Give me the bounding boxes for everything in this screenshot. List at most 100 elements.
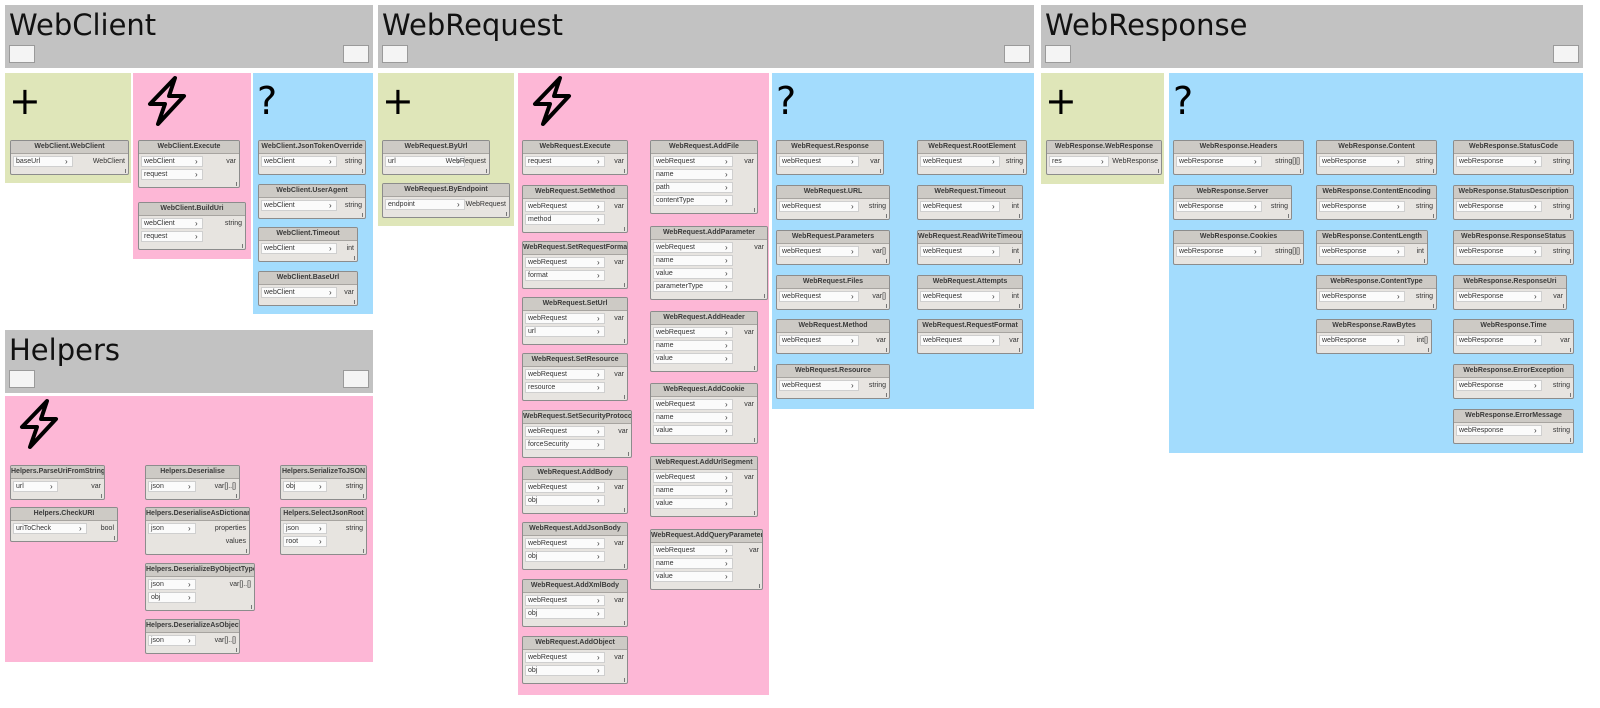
input-port[interactable]: name	[653, 340, 733, 351]
resize-handle[interactable]	[1019, 259, 1020, 263]
chevron-right-icon[interactable]: ›	[597, 327, 600, 336]
resize-handle[interactable]	[754, 438, 755, 442]
resize-handle[interactable]	[759, 584, 760, 588]
resize-handle[interactable]	[236, 182, 237, 186]
output-port[interactable]: string[][]	[1275, 248, 1300, 255]
chevron-right-icon[interactable]: ›	[597, 440, 600, 449]
input-port[interactable]: uriToCheck	[13, 523, 87, 534]
input-port[interactable]: obj	[525, 495, 605, 506]
output-port[interactable]: var	[876, 337, 886, 344]
input-port[interactable]: webRequest	[653, 545, 733, 556]
chevron-right-icon[interactable]: ›	[597, 596, 600, 605]
input-port[interactable]: url	[525, 326, 605, 337]
resize-handle[interactable]	[1424, 259, 1425, 263]
chevron-right-icon[interactable]: ›	[1534, 202, 1537, 211]
chevron-right-icon[interactable]: ›	[725, 196, 728, 205]
input-port[interactable]: forceSecurity	[525, 439, 605, 450]
input-port[interactable]: webRequest	[920, 156, 1000, 167]
input-port[interactable]: webRequest	[779, 335, 859, 346]
chevron-right-icon[interactable]: ›	[1397, 202, 1400, 211]
input-port[interactable]: obj	[283, 481, 327, 492]
chevron-right-icon[interactable]: ›	[1101, 157, 1104, 166]
chevron-right-icon[interactable]: ›	[1534, 336, 1537, 345]
chevron-right-icon[interactable]: ›	[992, 247, 995, 256]
output-port[interactable]: var	[614, 654, 624, 661]
resize-handle[interactable]	[1563, 304, 1564, 308]
input-port[interactable]: name	[653, 169, 733, 180]
input-port[interactable]: webRequest	[525, 652, 605, 663]
chevron-right-icon[interactable]: ›	[597, 370, 600, 379]
output-port[interactable]: var	[614, 158, 624, 165]
input-port[interactable]: webRequest	[653, 242, 733, 253]
resize-handle[interactable]	[246, 549, 247, 553]
input-port[interactable]: webClient	[261, 156, 337, 167]
resize-handle[interactable]	[236, 648, 237, 652]
input-port[interactable]: webRequest	[920, 335, 1000, 346]
resize-handle[interactable]	[624, 169, 625, 173]
input-port[interactable]: webResponse	[1456, 291, 1542, 302]
output-port[interactable]: string	[224, 220, 242, 227]
output-port[interactable]: var	[614, 540, 624, 547]
chevron-right-icon[interactable]: ›	[597, 552, 600, 561]
output-port[interactable]: string	[1415, 293, 1433, 300]
resize-handle[interactable]	[242, 244, 243, 248]
output-port[interactable]: string	[345, 525, 363, 532]
chevron-right-icon[interactable]: ›	[725, 243, 728, 252]
input-port[interactable]: webResponse	[1176, 201, 1262, 212]
resize-handle[interactable]	[362, 169, 363, 173]
group-right-button[interactable]	[343, 45, 369, 63]
input-port[interactable]: webRequest	[779, 156, 859, 167]
input-port[interactable]: name	[653, 485, 733, 496]
resize-handle[interactable]	[1570, 438, 1571, 442]
input-port[interactable]: webClient	[261, 243, 337, 254]
input-port[interactable]: webResponse	[1176, 156, 1262, 167]
chevron-right-icon[interactable]: ›	[195, 219, 198, 228]
input-port[interactable]: obj	[525, 665, 605, 676]
output-port[interactable]: var	[749, 547, 759, 554]
input-port[interactable]: webResponse	[1319, 246, 1405, 257]
output-port[interactable]: var	[344, 289, 354, 296]
chevron-right-icon[interactable]: ›	[1254, 157, 1257, 166]
chevron-right-icon[interactable]: ›	[597, 427, 600, 436]
chevron-right-icon[interactable]: ›	[188, 524, 191, 533]
output-port[interactable]: var	[754, 244, 764, 251]
resize-handle[interactable]	[628, 452, 629, 456]
resize-handle[interactable]	[236, 494, 237, 498]
chevron-right-icon[interactable]: ›	[725, 559, 728, 568]
input-port[interactable]: webResponse	[1319, 335, 1405, 346]
chevron-right-icon[interactable]: ›	[188, 482, 191, 491]
output-port[interactable]: string	[344, 158, 362, 165]
resize-handle[interactable]	[363, 494, 364, 498]
input-port[interactable]: json	[283, 523, 327, 534]
output-port[interactable]: var	[614, 315, 624, 322]
output-port[interactable]: var[]..[]	[229, 581, 251, 588]
chevron-right-icon[interactable]: ›	[992, 202, 995, 211]
input-port[interactable]: value	[653, 498, 733, 509]
chevron-right-icon[interactable]: ›	[1397, 157, 1400, 166]
chevron-right-icon[interactable]: ›	[725, 328, 728, 337]
chevron-right-icon[interactable]: ›	[597, 483, 600, 492]
input-port[interactable]: method	[525, 214, 605, 225]
chevron-right-icon[interactable]: ›	[992, 292, 995, 301]
chevron-right-icon[interactable]: ›	[1254, 247, 1257, 256]
input-port[interactable]: webRequest	[779, 380, 859, 391]
output-port[interactable]: var	[614, 259, 624, 266]
chevron-right-icon[interactable]: ›	[1534, 381, 1537, 390]
input-port[interactable]: request	[525, 156, 605, 167]
output-port[interactable]: var	[614, 484, 624, 491]
